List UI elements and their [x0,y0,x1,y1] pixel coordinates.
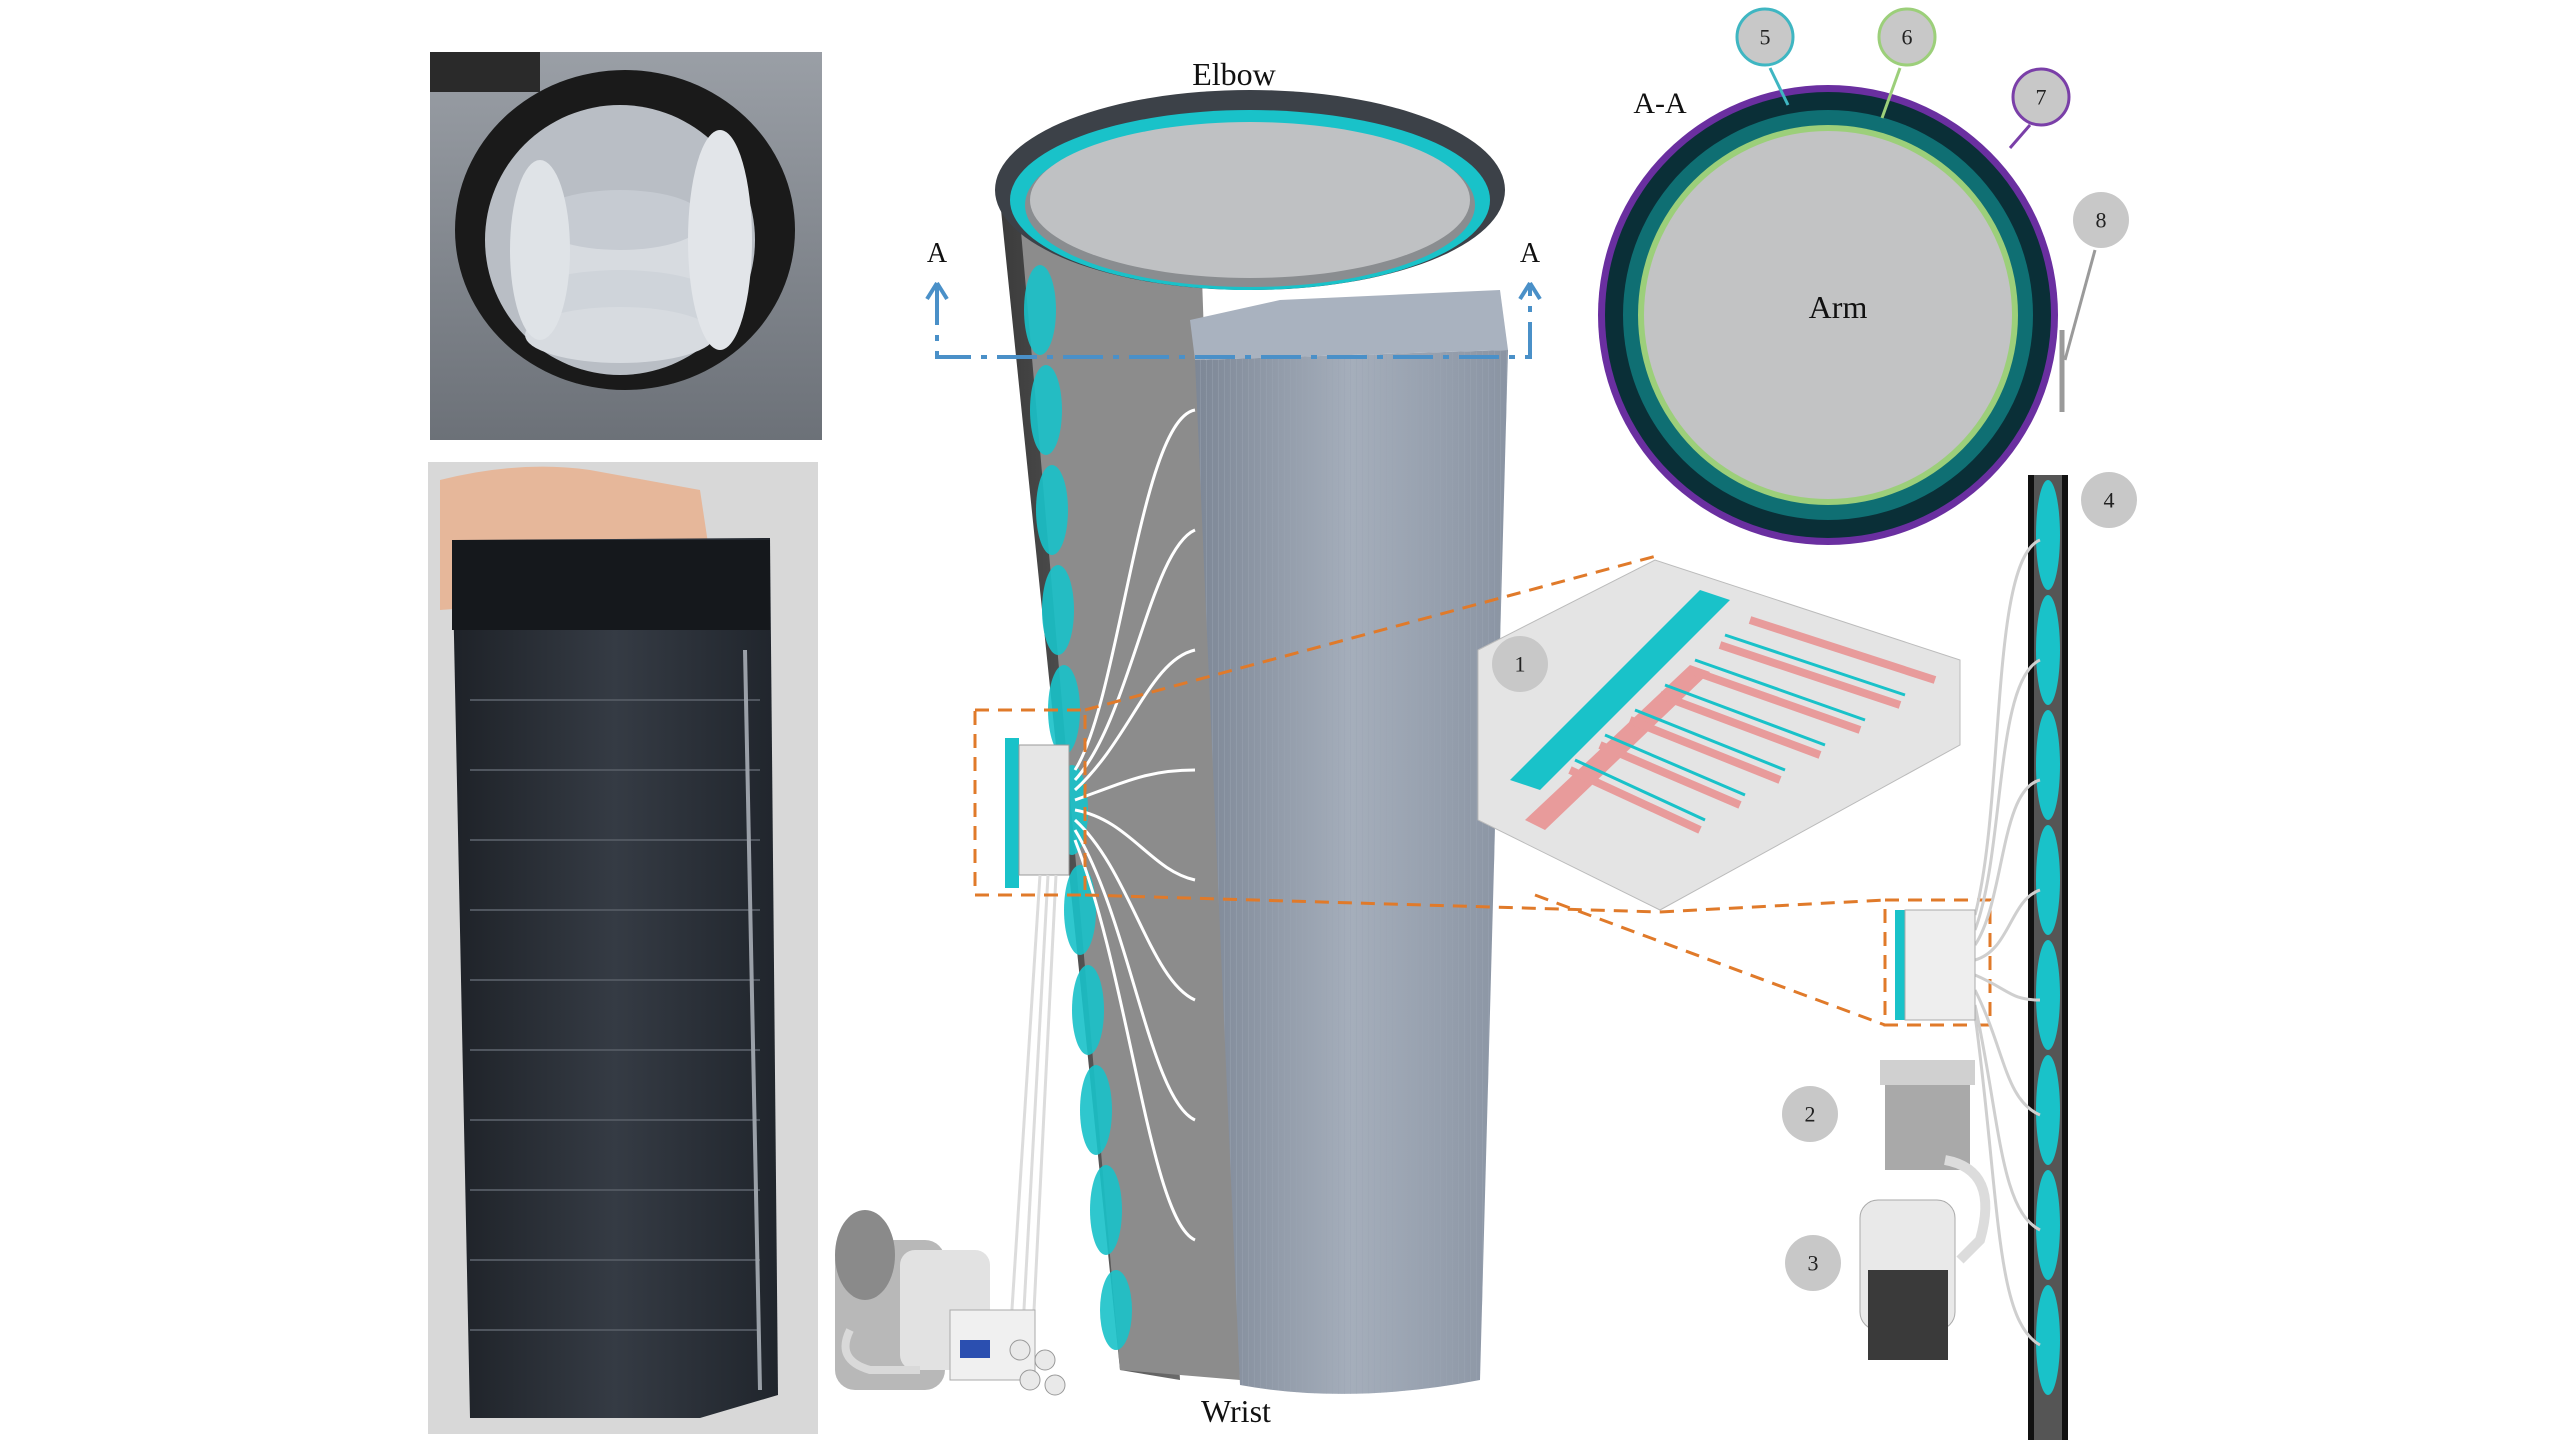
section-cut-line [925,281,1542,359]
svg-text:7: 7 [2036,85,2047,110]
valve-block-icon [1880,909,1976,1170]
callout-2: 2 [1782,1086,1838,1142]
manifold-detail-view [1477,559,1961,911]
section-mark-right: A [1520,238,1541,269]
svg-text:2: 2 [1805,1102,1816,1127]
elbow-label: Elbow [1192,56,1276,92]
svg-text:4: 4 [2104,488,2115,513]
svg-text:3: 3 [1808,1251,1819,1276]
wrist-label: Wrist [1201,1393,1271,1429]
callout-6: 6 [1877,7,1937,67]
svg-text:5: 5 [1760,25,1771,50]
svg-text:1: 1 [1515,652,1526,677]
sleeve-worn-photo [428,462,818,1434]
callout-4: 4 [2081,472,2137,528]
callout-3: 3 [1785,1235,1841,1291]
callout-8: 8 [2073,192,2129,248]
pump-motor-icon [835,1210,1066,1396]
arm-label: Arm [1809,289,1868,325]
callout-5: 5 [1735,7,1795,67]
main-sleeve-3d [995,90,1508,1394]
cross-section-aa [1598,85,2065,545]
pump-right-icon [1859,1155,1991,1360]
sleeve-interior-photo [430,52,822,440]
svg-text:6: 6 [1902,25,1913,50]
section-title: A-A [1633,87,1687,120]
detail-connector-lines [973,553,1992,1027]
callout-7: 7 [2011,67,2071,127]
bladder-strip [2028,475,2068,1440]
svg-text:8: 8 [2096,208,2107,233]
section-mark-left: A [927,238,948,269]
callout-1: 1 [1492,636,1548,692]
right-tubes [1973,538,2041,1347]
